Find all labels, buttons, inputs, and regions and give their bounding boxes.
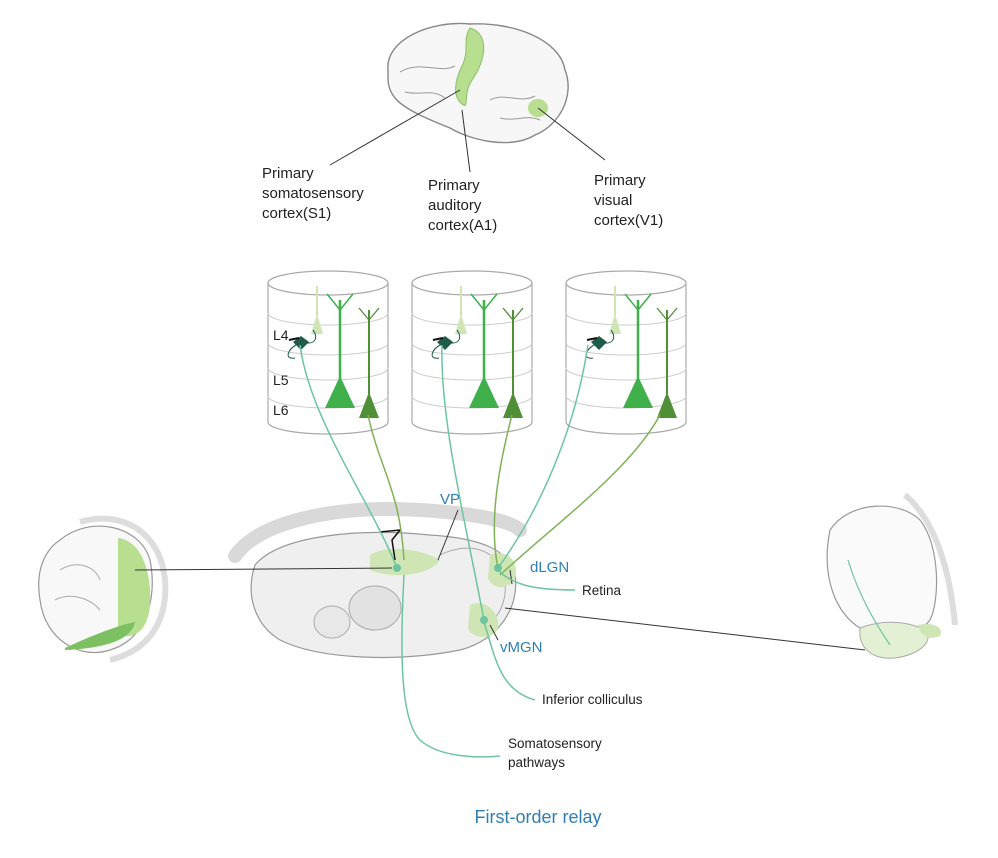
projection-fibers [299,344,661,758]
v1-label-line1: Primary [594,172,646,189]
s1-label-line3: cortex(S1) [262,205,331,222]
layer-l4-label: L4 [273,327,289,343]
dlgn-label: dLGN [530,559,569,576]
retina-label: Retina [582,583,622,598]
inferior-colliculus-label: Inferior colliculus [542,692,643,707]
thalamus-section [228,502,527,658]
cortical-column-v1 [565,270,687,435]
layer-l6-label: L6 [273,402,289,418]
cortical-column-a1 [411,270,533,435]
left-brain-section [38,515,169,663]
diagram-caption: First-order relay [474,807,601,827]
right-brain-section [826,492,958,659]
cortical-column-s1 [267,270,389,435]
vmgn-label: vMGN [500,639,543,656]
a1-label-line1: Primary [428,177,480,194]
somatosensory-label-line1: Somatosensory [508,736,602,751]
a1-label-line3: cortex(A1) [428,217,497,234]
v1-label-line3: cortex(V1) [594,212,663,229]
layer-l5-label: L5 [273,372,289,388]
v1-label-line2: visual [594,192,632,209]
s1-label-line1: Primary [262,165,314,182]
somatosensory-label-line2: pathways [508,755,565,770]
brain-illustration [329,22,606,173]
a1-label-line2: auditory [428,197,482,214]
s1-label-line2: somatosensory [262,185,364,202]
vp-label: VP [440,491,460,508]
